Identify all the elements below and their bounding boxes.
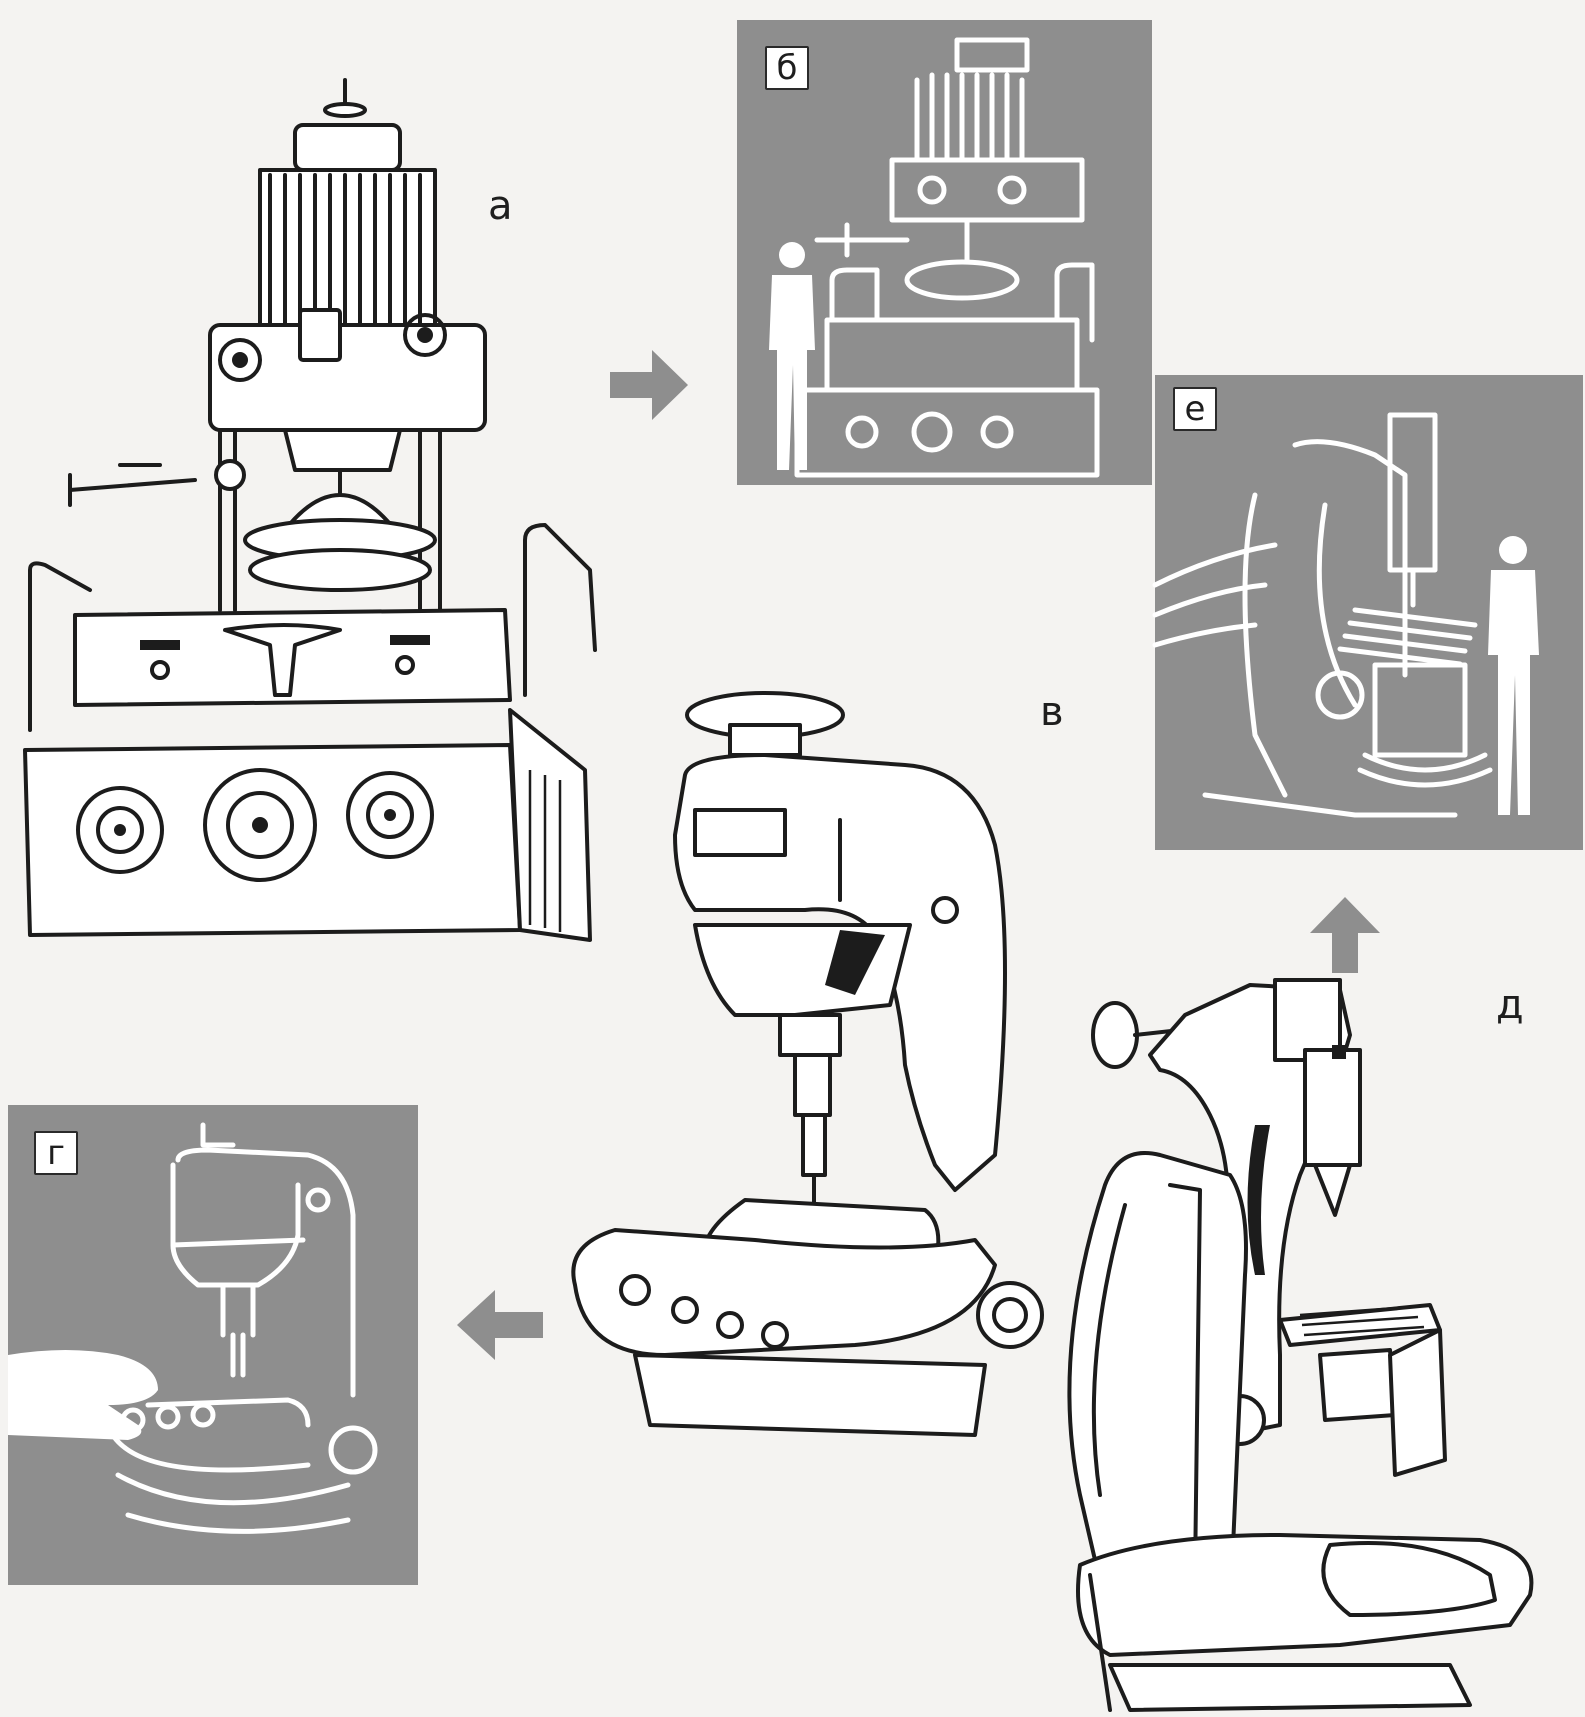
table-grid-e [1337, 607, 1478, 667]
label-g: г [34, 1131, 78, 1175]
label-d: д [1496, 982, 1524, 1028]
arrow-right [610, 350, 688, 420]
person-silhouette-b [769, 242, 815, 470]
machine-d [1067, 978, 1534, 1712]
panel-g-silhouette [8, 1122, 378, 1534]
panel-g: г [8, 1105, 418, 1585]
panel-b-silhouette [769, 37, 1100, 478]
motor-fins-b [914, 72, 1025, 163]
label-v: в [1040, 689, 1064, 735]
motor-fins-a [258, 168, 437, 332]
panel-e-silhouette [1152, 412, 1539, 818]
label-e: е [1173, 387, 1217, 431]
panel-b: б [737, 20, 1152, 485]
machine-v [571, 691, 1044, 1437]
machine-a [23, 78, 597, 942]
label-b: б [765, 46, 809, 90]
panel-e: е [1152, 375, 1583, 850]
label-a: а [488, 183, 513, 229]
arrow-left [457, 1290, 543, 1360]
person-silhouette-e [1488, 536, 1539, 815]
arrow-up [1310, 897, 1380, 973]
